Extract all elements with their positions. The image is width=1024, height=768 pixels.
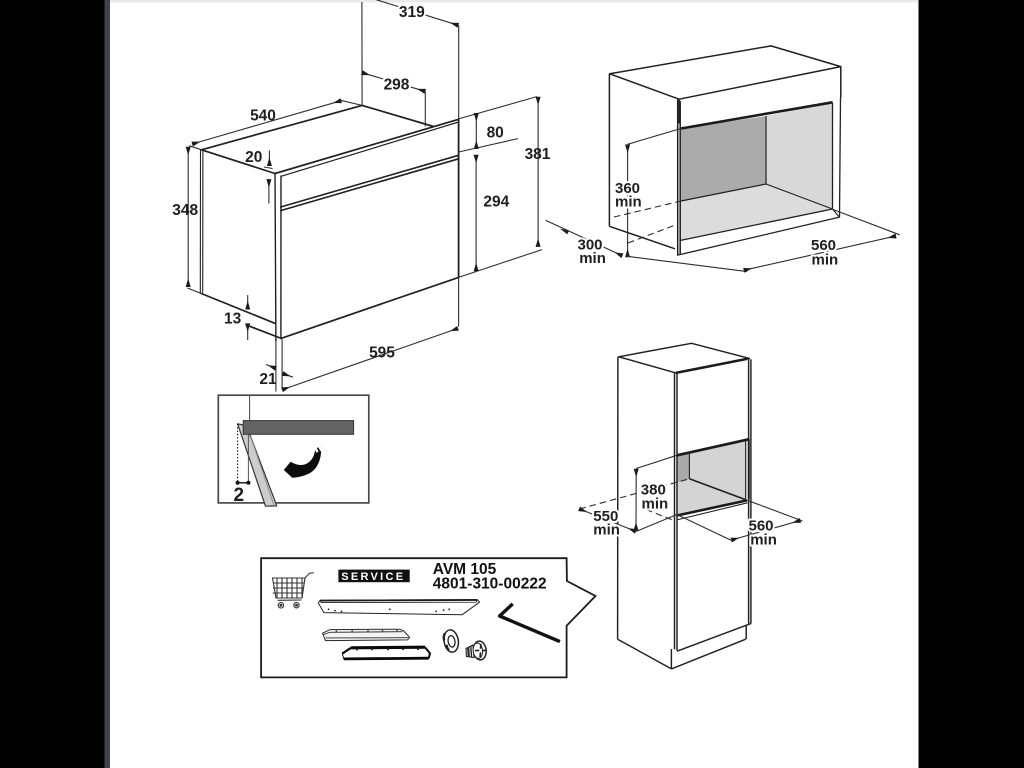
svg-text:360: 360 xyxy=(615,180,640,197)
svg-text:300: 300 xyxy=(578,237,603,254)
svg-text:80: 80 xyxy=(487,124,504,141)
svg-text:min: min xyxy=(615,194,642,211)
svg-text:298: 298 xyxy=(384,77,410,94)
svg-text:21: 21 xyxy=(259,371,277,388)
svg-text:13: 13 xyxy=(224,310,242,327)
svg-text:348: 348 xyxy=(172,202,198,219)
svg-text:2: 2 xyxy=(234,485,245,506)
svg-text:min: min xyxy=(593,522,620,539)
svg-text:min: min xyxy=(750,531,777,548)
svg-text:540: 540 xyxy=(250,107,276,124)
svg-text:AVM 105: AVM 105 xyxy=(433,561,497,578)
svg-text:min: min xyxy=(642,495,669,512)
svg-text:380: 380 xyxy=(641,482,666,499)
svg-text:595: 595 xyxy=(369,344,395,361)
svg-text:4801-310-00222: 4801-310-00222 xyxy=(433,575,547,592)
svg-text:min: min xyxy=(812,251,839,268)
svg-text:550: 550 xyxy=(593,508,618,525)
svg-text:560: 560 xyxy=(811,237,836,254)
svg-text:SERVICE: SERVICE xyxy=(341,571,405,583)
svg-text:min: min xyxy=(579,250,606,267)
svg-text:319: 319 xyxy=(399,4,425,21)
svg-text:294: 294 xyxy=(483,194,509,211)
svg-text:381: 381 xyxy=(525,146,551,163)
svg-text:560: 560 xyxy=(749,518,774,535)
svg-text:20: 20 xyxy=(245,149,262,166)
